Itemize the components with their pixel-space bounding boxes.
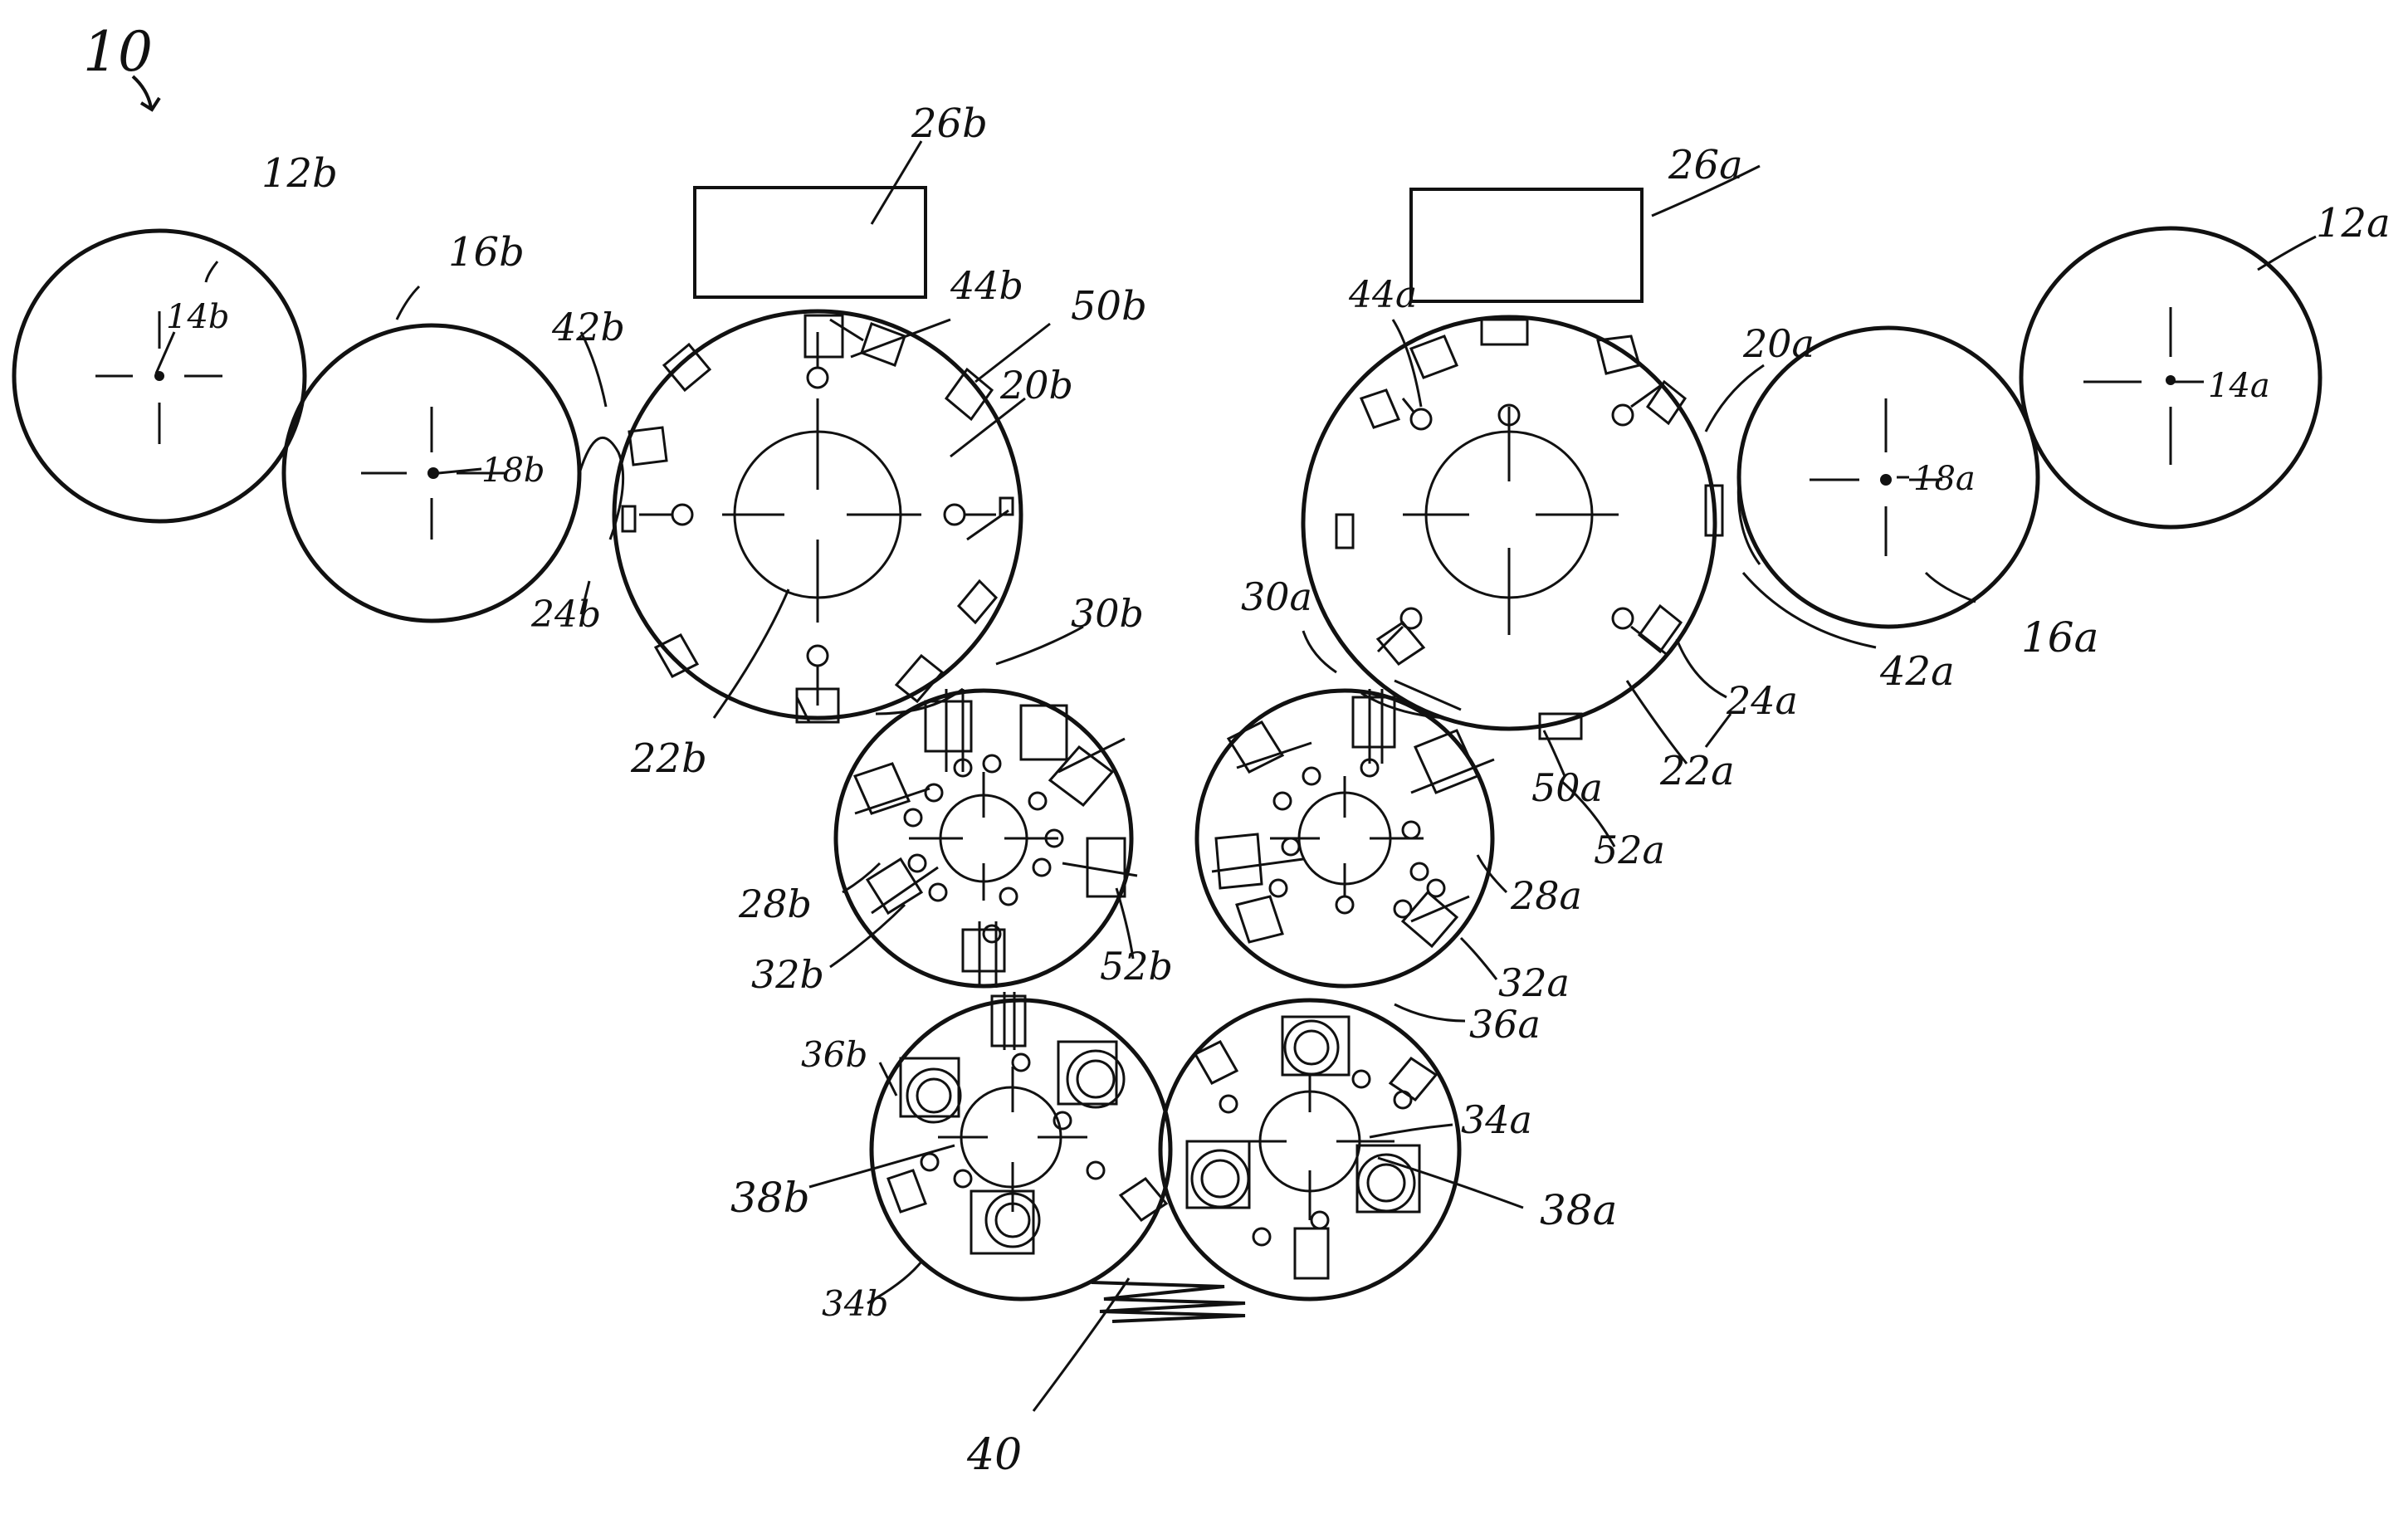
label-42a: 42a xyxy=(1879,648,1955,695)
drum-34a xyxy=(1160,1000,1459,1299)
label-34b: 34b xyxy=(822,1283,888,1324)
label-36b: 36b xyxy=(801,1034,867,1075)
label-18a: 18a xyxy=(1913,460,1976,498)
label-26a: 26a xyxy=(1668,142,1743,188)
drum-34b xyxy=(872,992,1170,1299)
label-14b: 14b xyxy=(166,298,230,336)
label-14a: 14a xyxy=(2208,367,2270,405)
label-12b: 12b xyxy=(261,150,338,197)
guide-roll-16a xyxy=(1739,328,2038,627)
supply-roll-12b xyxy=(14,231,305,521)
reference-labels: 12b 14b 16b 18b 42b 24b 26b 44b 50b 20b … xyxy=(166,100,2391,1480)
label-24a: 24a xyxy=(1726,678,1798,723)
label-34a: 34a xyxy=(1461,1097,1532,1142)
box-26b xyxy=(695,188,926,297)
label-44b: 44b xyxy=(950,263,1023,308)
drum-20b xyxy=(614,311,1021,722)
label-38b: 38b xyxy=(730,1174,810,1222)
figure-number: 10 xyxy=(83,20,153,84)
label-22a: 22a xyxy=(1659,748,1735,794)
label-32b: 32b xyxy=(751,952,824,997)
label-20a: 20a xyxy=(1742,321,1815,366)
drum-20a xyxy=(1303,317,1722,739)
label-42b: 42b xyxy=(551,305,625,349)
label-44a: 44a xyxy=(1348,274,1417,316)
label-32a: 32a xyxy=(1498,960,1570,1005)
label-30b: 30b xyxy=(1071,591,1144,636)
label-22b: 22b xyxy=(630,735,707,782)
box-26a xyxy=(1411,189,1642,301)
drum-28a xyxy=(1197,689,1494,986)
label-52b: 52b xyxy=(1100,944,1173,989)
drum-28b xyxy=(836,689,1137,988)
label-24b: 24b xyxy=(530,593,601,636)
label-12a: 12a xyxy=(2316,200,2391,247)
label-20b: 20b xyxy=(999,363,1073,408)
supply-roll-12a xyxy=(2021,228,2320,527)
label-50a: 50a xyxy=(1531,765,1603,810)
label-36a: 36a xyxy=(1469,1002,1541,1047)
label-50b: 50b xyxy=(1071,283,1147,330)
label-52a: 52a xyxy=(1594,828,1665,872)
label-30a: 30a xyxy=(1241,574,1312,619)
label-16b: 16b xyxy=(448,229,525,276)
label-40: 40 xyxy=(966,1430,1022,1480)
label-28b: 28b xyxy=(738,882,812,926)
label-16a: 16a xyxy=(2021,613,2098,662)
folded-web-40 xyxy=(1092,1282,1245,1321)
label-18b: 18b xyxy=(481,452,545,490)
label-28a: 28a xyxy=(1510,873,1582,918)
label-26b: 26b xyxy=(911,100,988,147)
label-38a: 38a xyxy=(1540,1186,1617,1234)
